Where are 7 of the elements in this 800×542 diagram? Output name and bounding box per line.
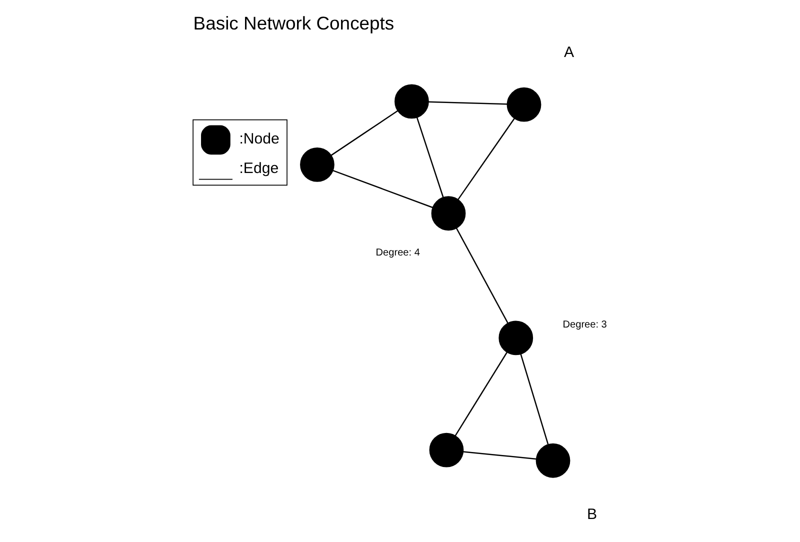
label: Degree: 4 (375, 247, 420, 258)
label: B (586, 506, 597, 524)
legend-label: :Node (238, 130, 279, 148)
diagram-title: Basic Network Concepts (192, 12, 394, 34)
label: A (564, 44, 574, 62)
legend-label: :Edge (238, 160, 278, 177)
label: Degree: 3 (562, 319, 606, 330)
